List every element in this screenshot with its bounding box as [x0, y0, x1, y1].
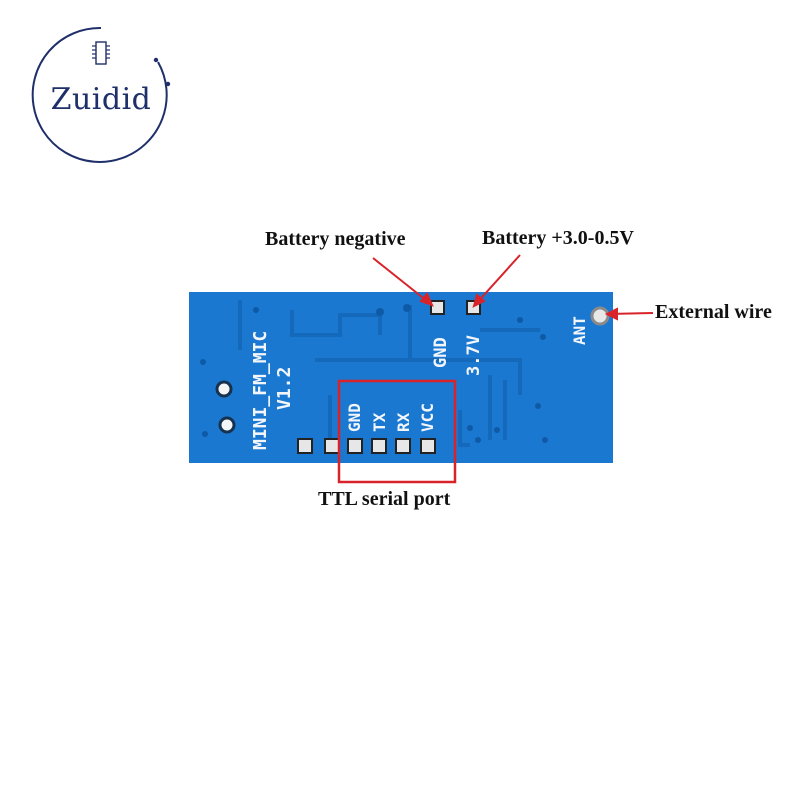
ttl-pins	[297, 438, 436, 454]
ant-label: ANT	[570, 316, 589, 345]
mounting-leads	[215, 380, 236, 434]
brand-name: Zuidid	[50, 82, 152, 117]
pin-label-4: VCC	[418, 403, 437, 432]
label-battery-positive: Battery +3.0-0.5V	[482, 227, 634, 249]
pcb-traces	[238, 300, 540, 447]
board-version-label: V1.2	[274, 367, 295, 410]
label-external-wire: External wire	[655, 301, 772, 323]
pin-label-1: GND	[345, 403, 364, 432]
pcb-vias	[200, 304, 548, 443]
logo-ring-icon	[31, 26, 171, 163]
antenna-pad	[590, 306, 610, 326]
pcb-board	[189, 292, 613, 463]
pad-3v-label: 3.7V	[464, 335, 484, 376]
chip-icon	[92, 41, 110, 65]
arrowhead-icon	[604, 307, 618, 321]
ttl-port-highlight	[337, 379, 457, 484]
arrowhead-icon	[472, 293, 486, 308]
callout-battery-negative	[372, 257, 433, 306]
board-model-label: MINI_FM_MIC	[250, 331, 271, 450]
pin-label-3: RX	[394, 412, 413, 432]
arrowhead-icon	[419, 292, 434, 307]
pad-battery-negative	[430, 300, 445, 315]
callout-battery-positive	[473, 254, 521, 307]
pad-gnd-label: GND	[431, 337, 451, 368]
pin-label-2: TX	[370, 412, 389, 432]
label-ttl-serial-port: TTL serial port	[318, 488, 451, 510]
brand-logo: Zuidid	[30, 24, 172, 166]
label-battery-negative: Battery negative	[265, 228, 406, 250]
